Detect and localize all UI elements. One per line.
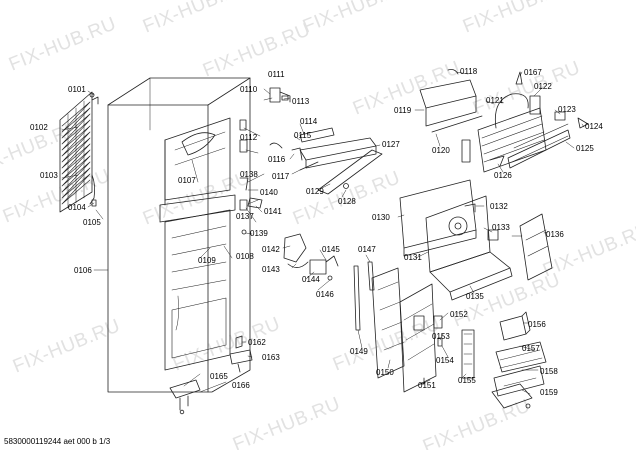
part-label: 0109 (198, 256, 216, 265)
hinge-parts-drawing (239, 87, 335, 191)
part-label: 0132 (490, 202, 508, 211)
part-label: 0163 (262, 353, 280, 362)
part-label: 0158 (540, 367, 558, 376)
thermostat-drawing (283, 233, 339, 281)
part-label: 0166 (232, 381, 250, 390)
part-label: 0128 (338, 197, 356, 206)
part-label: 0133 (492, 223, 510, 232)
part-label: 0123 (558, 105, 576, 114)
part-label: 0113 (292, 97, 310, 106)
part-label: 0145 (322, 245, 340, 254)
part-label: 0156 (528, 320, 546, 329)
part-label: 0165 (210, 372, 228, 381)
part-label: 0157 (522, 344, 540, 353)
part-label: 0155 (458, 376, 476, 385)
part-label: 0135 (466, 292, 484, 301)
part-label: 0117 (272, 172, 290, 181)
part-label: 0139 (250, 229, 268, 238)
part-label: 0142 (262, 245, 280, 254)
part-label: 0144 (302, 275, 320, 284)
part-label: 0131 (404, 253, 422, 262)
part-label: 0115 (294, 131, 312, 140)
bottom-hinge-drawing (169, 335, 253, 415)
condenser-drawing (59, 91, 99, 213)
part-label: 0110 (240, 85, 258, 94)
part-label: 0101 (68, 85, 86, 94)
part-label: 0130 (372, 213, 390, 222)
part-label: 0136 (546, 230, 564, 239)
document-code: 5830000119244 aet 000 b 1/3 (4, 437, 111, 446)
part-label: 0137 (236, 212, 254, 221)
part-label: 0114 (300, 117, 318, 126)
part-label: 0119 (394, 106, 412, 115)
part-label: 0125 (576, 144, 594, 153)
part-label: 0138 (240, 170, 258, 179)
part-label: 0112 (240, 133, 258, 142)
part-label: 0146 (316, 290, 334, 299)
evaporator-drawing (419, 69, 589, 173)
part-label: 0129 (306, 187, 324, 196)
part-label: 0107 (178, 176, 196, 185)
part-label: 0162 (248, 338, 266, 347)
part-label: 0103 (40, 171, 58, 180)
part-label: 0153 (432, 332, 450, 341)
part-label: 0147 (358, 245, 376, 254)
part-label: 0150 (376, 368, 394, 377)
part-label: 0122 (534, 82, 552, 91)
part-label: 0108 (236, 252, 254, 261)
air-duct-drawing (353, 261, 475, 393)
cabinet-drawing (107, 77, 251, 393)
part-label: 0167 (524, 68, 542, 77)
part-label: 0152 (450, 310, 468, 319)
part-label: 0120 (432, 146, 450, 155)
part-label: 0124 (585, 122, 603, 131)
part-label: 0159 (540, 388, 558, 397)
part-label: 0102 (30, 123, 48, 132)
part-label: 0126 (494, 171, 512, 180)
part-label: 0104 (68, 203, 86, 212)
part-label: 0149 (350, 347, 368, 356)
part-label: 0111 (268, 70, 285, 79)
part-label: 0127 (382, 140, 400, 149)
part-label: 0106 (74, 266, 92, 275)
part-label: 0140 (260, 188, 278, 197)
part-label: 0141 (264, 207, 282, 216)
part-label: 0143 (262, 265, 280, 274)
part-label: 0151 (418, 381, 436, 390)
part-label: 0105 (83, 218, 101, 227)
part-label: 0116 (268, 155, 286, 164)
part-label: 0118 (460, 67, 478, 76)
switch-parts-drawing (239, 197, 263, 235)
leader-lines (61, 71, 585, 395)
part-label: 0154 (436, 356, 454, 365)
fan-housing-drawing (399, 179, 553, 301)
lamp-cover-drawing (299, 137, 383, 195)
part-label: 0121 (486, 96, 504, 105)
